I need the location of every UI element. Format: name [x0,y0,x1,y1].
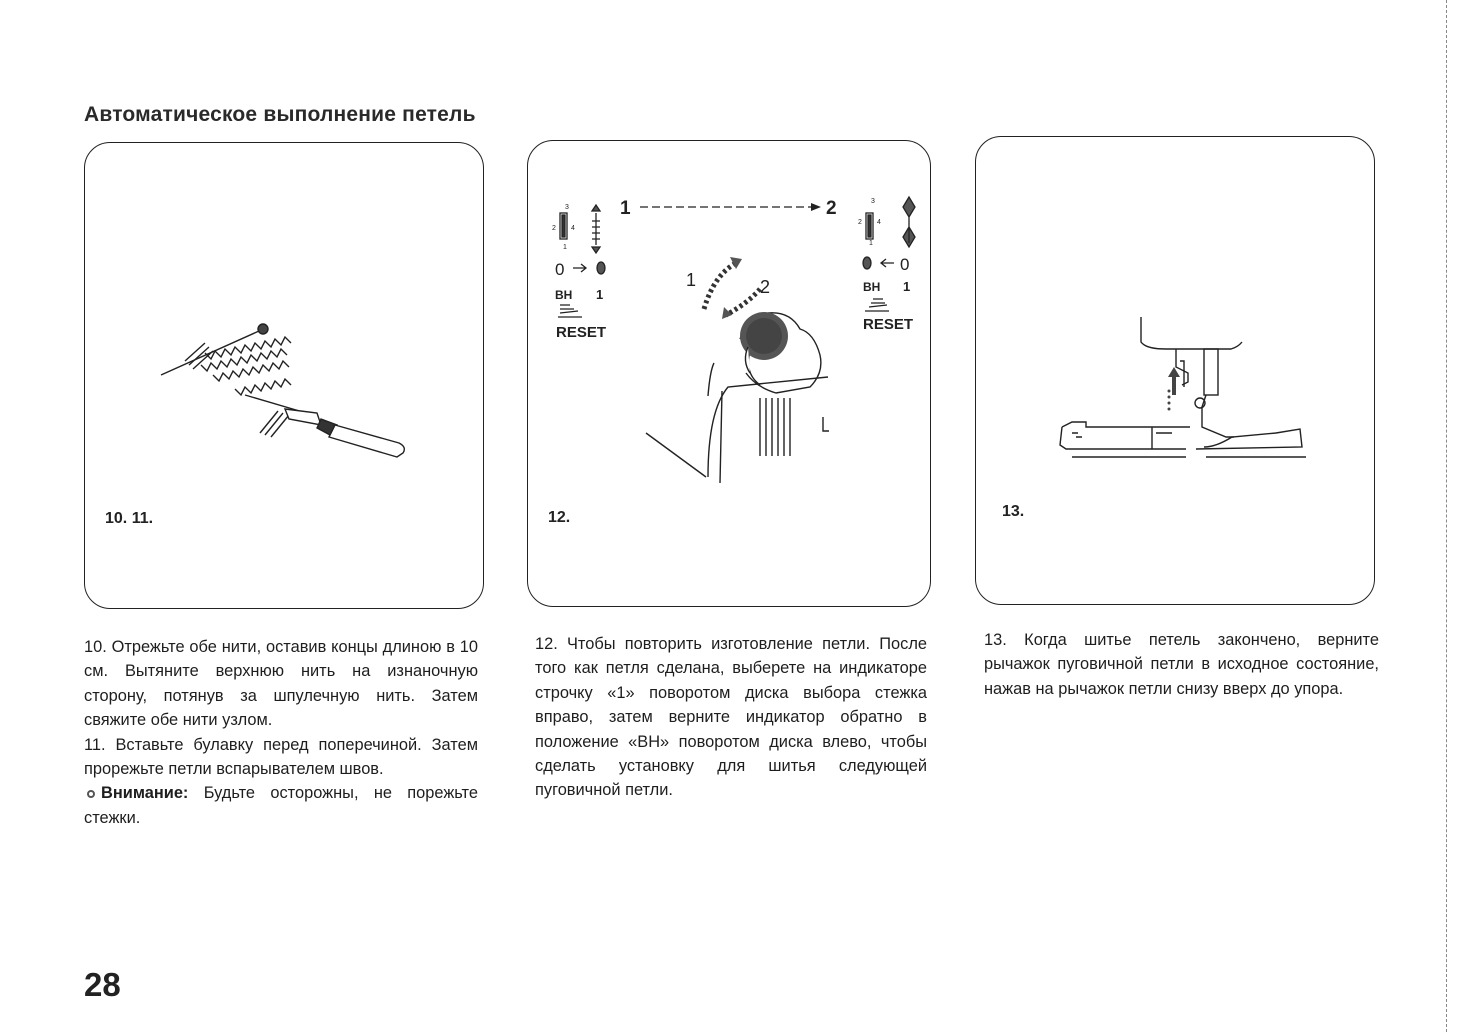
dial-num: 2 [858,219,862,226]
indicator-bh: BH [863,280,880,294]
dial-num: 3 [871,198,875,205]
dial-num: 4 [571,225,575,232]
dial-arrow-1-label: 1 [686,270,696,290]
page-title: Автоматическое выполнение петель [84,103,476,126]
note-text: Будьте осторожны, не порежьте стежки. [84,784,478,827]
step-2-label: 2 [826,198,837,219]
figure-label: 10. 11. [105,510,154,527]
indicator-zero: 0 [900,255,909,274]
page-edge-divider [1446,0,1448,1032]
reset-label: RESET [863,316,913,333]
figure-panel-10-11: 10. 11. [84,142,484,609]
seam-ripper-illustration [160,323,406,458]
paragraph: 10. Отрежьте обе нити, оставив концы дли… [84,638,478,730]
indicator-one: 1 [596,287,603,302]
paragraph: 13. Когда шитье петель закончено, вернит… [984,631,1379,698]
indicator-one: 1 [903,279,910,294]
dial-num: 2 [552,225,556,232]
dial-num: 3 [565,204,569,211]
step-1-label: 1 [620,198,631,219]
stitch-dial-illustration: 3 2 4 1 0 BH 1 RESET 1 2 3 2 4 1 0 BH 1 … [552,195,916,484]
instructions-column-3: 13. Когда шитье петель закончено, вернит… [984,628,1379,701]
figure-label: 13. [1002,503,1025,520]
indicator-zero: 0 [555,260,564,279]
dial-num: 1 [869,240,873,247]
figure-panel-12: 3 2 4 1 0 BH 1 RESET 1 2 3 2 4 1 0 BH 1 … [527,140,931,607]
dial-num: 1 [563,244,567,251]
paragraph: 11. Вставьте булавку перед поперечиной. … [84,735,478,779]
buttonhole-lever-illustration [1059,317,1306,458]
note-label: Внимание: [101,784,189,803]
figure-label: 12. [548,509,571,526]
note-paragraph: Внимание: Будьте осторожны, не порежьте … [84,781,478,830]
instructions-column-1: 10. Отрежьте обе нити, оставив концы дли… [84,635,478,830]
dial-arrow-2-label: 2 [760,277,770,297]
indicator-bh: BH [555,288,572,302]
indicator-right [862,195,916,312]
page-number: 28 [84,966,121,1003]
dial-num: 4 [877,219,881,226]
bullet-icon [87,789,95,798]
indicator-left [558,203,606,318]
reset-label: RESET [556,324,606,341]
paragraph: 12. Чтобы повторить изготовление петли. … [535,635,927,800]
figure-panel-13: 13. [975,136,1375,605]
instructions-column-2: 12. Чтобы повторить изготовление петли. … [535,632,927,803]
